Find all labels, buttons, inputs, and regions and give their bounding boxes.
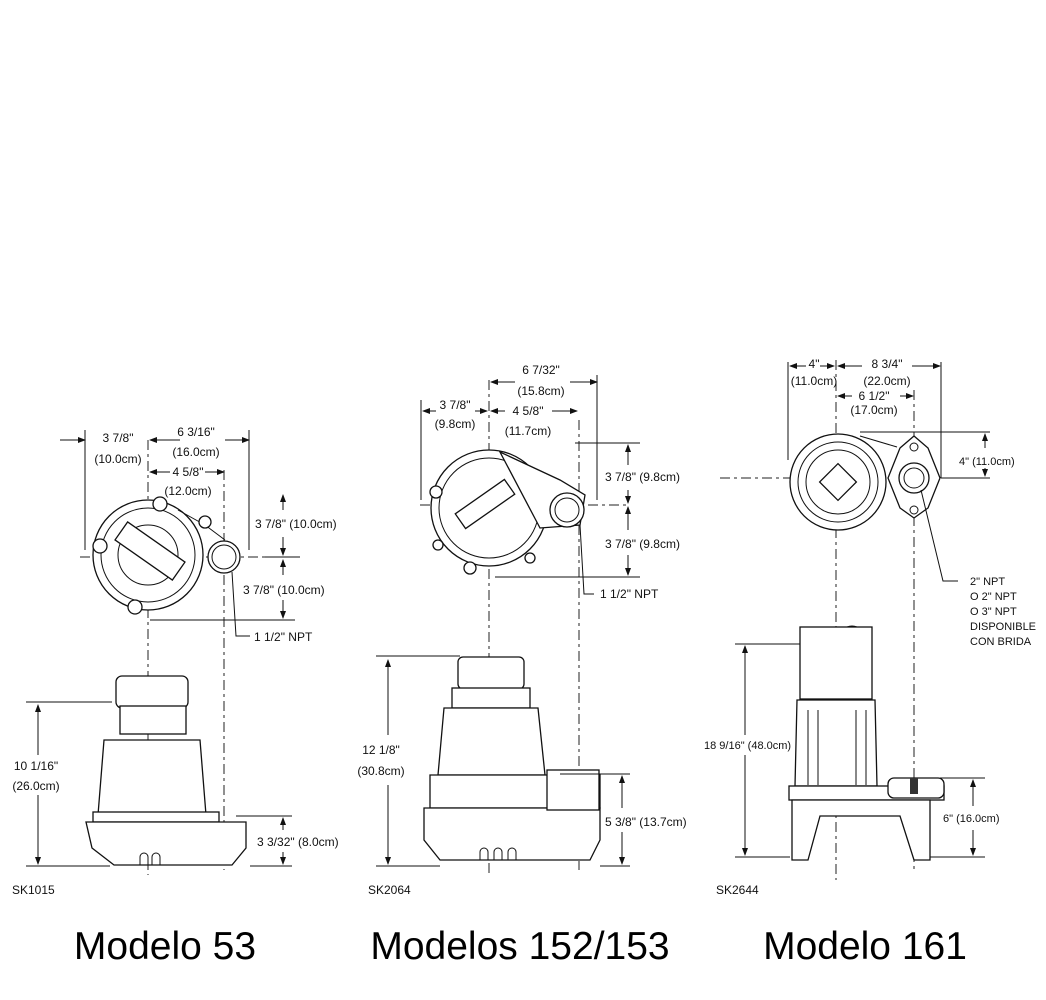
dim-overall-width-in: 6 7/32": [522, 363, 560, 377]
discharge-size: 1 1/2" NPT: [254, 630, 313, 644]
dim-discharge-offset-in: 4 5/8": [513, 404, 544, 418]
dim-left-width-cm: (11.0cm): [791, 374, 837, 388]
model-161-drawing: [720, 360, 990, 880]
model-53-labels: 3 7/8" (10.0cm) 6 3/16" (16.0cm) 4 5/8" …: [12, 425, 339, 968]
dim-upper-depth: 3 7/8" (9.8cm): [605, 470, 680, 484]
dim-overall-width-cm: (15.8cm): [517, 384, 564, 398]
discharge-option: 2" NPT: [970, 576, 1005, 588]
dim-discharge-offset-in: 6 1/2": [859, 389, 890, 403]
model-53-drawing: [26, 430, 300, 875]
dim-height-in: 12 1/8": [362, 743, 400, 757]
dim-left-width-in: 3 7/8": [440, 398, 471, 412]
dim-overall-width-in: 8 3/4": [872, 357, 903, 371]
discharge-option: CON BRIDA: [970, 636, 1032, 648]
model-title: Modelo 53: [74, 925, 256, 968]
model-152-153-labels: 6 7/32" (15.8cm) 3 7/8" (9.8cm) 4 5/8" (…: [357, 363, 686, 968]
model-title: Modelos 152/153: [370, 925, 669, 968]
dim-height: 18 9/16" (48.0cm): [704, 740, 791, 752]
sketch-id: SK1015: [12, 883, 55, 897]
dim-height-cm: (26.0cm): [12, 779, 59, 793]
dim-left-width-in: 4": [809, 357, 820, 371]
dim-upper-depth: 3 7/8" (10.0cm): [255, 517, 337, 531]
dim-lower-depth: 3 7/8" (10.0cm): [243, 583, 325, 597]
dim-overall-width-cm: (22.0cm): [863, 374, 910, 388]
discharge-option: O 3" NPT: [970, 606, 1017, 618]
model-152-153-drawing: [376, 375, 640, 875]
dim-discharge-height: 6" (16.0cm): [943, 813, 999, 825]
dim-discharge-offset-in: 4 5/8": [173, 465, 204, 479]
discharge-option: DISPONIBLE: [970, 621, 1036, 633]
dim-discharge-offset-cm: (12.0cm): [164, 484, 211, 498]
dim-overall-width-in: 6 3/16": [177, 425, 215, 439]
model-title: Modelo 161: [763, 925, 967, 968]
dim-discharge-offset-cm: (17.0cm): [850, 403, 897, 417]
discharge-size: 1 1/2" NPT: [600, 587, 659, 601]
dim-discharge-height: 3 3/32" (8.0cm): [257, 835, 339, 849]
dim-discharge-height: 5 3/8" (13.7cm): [605, 815, 687, 829]
sketch-id: SK2644: [716, 883, 759, 897]
sketch-id: SK2064: [368, 883, 411, 897]
dim-discharge-offset-cm: (11.7cm): [505, 424, 551, 438]
dim-lower-depth: 3 7/8" (9.8cm): [605, 537, 680, 551]
dim-upper-depth: 4" (11.0cm): [959, 456, 1015, 468]
dim-height-cm: (30.8cm): [357, 764, 404, 778]
discharge-option: O 2" NPT: [970, 591, 1017, 603]
dim-overall-width-cm: (16.0cm): [172, 445, 219, 459]
discharge-options: 2" NPT O 2" NPT O 3" NPT DISPONIBLE CON …: [970, 576, 1036, 648]
dim-height-in: 10 1/16": [14, 759, 58, 773]
dim-left-width-cm: (10.0cm): [94, 452, 141, 466]
model-161-labels: 4" (11.0cm) 8 3/4" (22.0cm) 6 1/2" (17.0…: [704, 357, 1036, 968]
dim-left-width-cm: (9.8cm): [435, 417, 476, 431]
dim-left-width-in: 3 7/8": [103, 431, 134, 445]
